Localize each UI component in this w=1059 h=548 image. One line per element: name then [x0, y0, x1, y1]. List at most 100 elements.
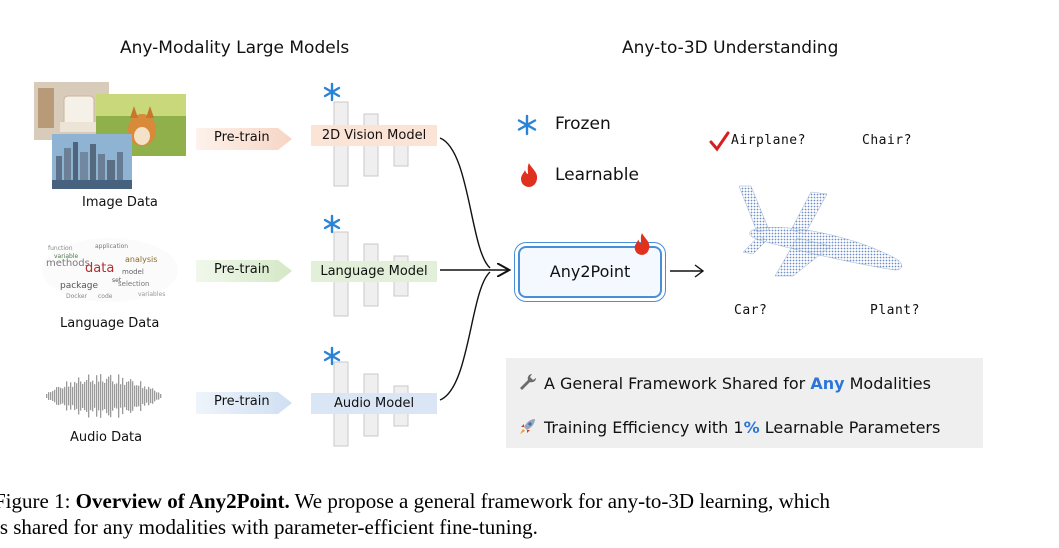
wave-bar — [118, 374, 120, 418]
word-cloud-word: application — [95, 243, 128, 250]
wave-bar — [140, 381, 142, 411]
wave-bar — [78, 377, 80, 415]
wave-bar — [142, 388, 144, 404]
word-cloud-word: set — [112, 277, 122, 284]
wave-bar — [70, 382, 72, 410]
pretrain-arrow-3: Pre-train — [196, 388, 296, 422]
feature-2-emphasis: % — [743, 418, 760, 437]
wave-bar — [106, 378, 108, 414]
word-cloud-word: variables — [138, 291, 165, 298]
prediction-chair: Chair? — [862, 133, 912, 148]
features-box: A General Framework Shared for Any Modal… — [506, 358, 983, 448]
model-label-vision: 2D Vision Model — [311, 125, 437, 146]
figure-caption-line-2: is shared for any modalities with parame… — [0, 515, 538, 539]
wave-bar — [66, 381, 68, 411]
wave-bar — [132, 381, 134, 411]
feature-1-emphasis: Any — [810, 374, 845, 393]
wave-bar — [110, 374, 112, 418]
wave-bar — [88, 374, 90, 418]
wave-bar — [102, 381, 104, 411]
wave-bar — [130, 379, 132, 413]
wave-bar — [134, 385, 136, 407]
wave-bar — [126, 381, 128, 411]
wave-bar — [48, 392, 50, 400]
wave-bar — [148, 386, 150, 406]
wave-bar — [86, 380, 88, 412]
wave-bar — [104, 382, 106, 410]
feature-1-text: A General Framework Shared for — [544, 374, 811, 393]
wave-bar — [92, 380, 94, 412]
wave-bar — [116, 383, 118, 409]
word-cloud-word: model — [122, 268, 144, 276]
word-cloud-word: analysis — [125, 255, 157, 264]
wave-bar — [152, 388, 154, 404]
word-cloud-word: Docker — [66, 293, 88, 300]
wave-bar — [94, 384, 96, 408]
wave-bar — [124, 384, 126, 408]
audio-data-label: Audio Data — [70, 430, 143, 445]
wave-bar — [82, 383, 84, 408]
model-label-audio: Audio Model — [311, 393, 437, 414]
image-thumbnails-svg — [34, 82, 186, 189]
snowflake-icon — [322, 346, 342, 370]
wave-bar — [54, 389, 56, 403]
wave-bar — [80, 381, 82, 411]
wave-bar — [108, 376, 110, 416]
word-cloud-word: package — [60, 281, 98, 291]
feature-2-text: Training Efficiency with 1 — [544, 418, 744, 437]
feature-1-text-end: Modalities — [844, 374, 931, 393]
sound-wave-svg — [46, 374, 162, 418]
flame-icon — [518, 162, 540, 192]
wave-bar — [128, 381, 130, 411]
wave-bar — [90, 381, 92, 411]
wave-bar — [136, 385, 138, 407]
wave-bar — [50, 392, 52, 400]
any2point-box: Any2Point — [518, 246, 662, 298]
legend-learnable-label: Learnable — [555, 165, 639, 185]
flame-icon — [632, 232, 652, 260]
word-cloud-word: methods — [46, 258, 90, 269]
feature-2-text-end: Learnable Parameters — [759, 418, 941, 437]
image-data-thumbnails — [34, 82, 189, 190]
wave-bar — [62, 388, 64, 404]
word-cloud-word: function — [48, 245, 73, 252]
wave-bar — [84, 381, 86, 411]
pretrain-arrow-svg — [196, 128, 292, 150]
snowflake-icon — [516, 114, 538, 140]
word-cloud-word: code — [98, 293, 113, 300]
sound-wave-icon — [44, 370, 164, 422]
wave-bar — [72, 386, 74, 406]
wave-bar — [98, 381, 100, 411]
wave-bar — [68, 386, 70, 406]
snowflake-icon — [322, 82, 342, 106]
wave-bar — [60, 387, 62, 405]
rocket-icon — [518, 416, 538, 440]
wave-bar — [74, 382, 76, 410]
caption-title: Overview of Any2Point. — [75, 489, 290, 513]
wave-bar — [158, 392, 160, 400]
figure-caption-line-1: Figure 1: Overview of Any2Point. We prop… — [0, 488, 830, 514]
caption-text: We propose a general framework for any-t… — [289, 489, 830, 513]
pretrain-arrow-svg — [196, 260, 292, 282]
wave-bar — [114, 384, 116, 408]
pretrain-label-2: Pre-train — [214, 262, 270, 277]
wave-bar — [138, 385, 140, 407]
output-arrow-svg — [670, 264, 705, 278]
pretrain-arrow-2: Pre-train — [196, 256, 296, 290]
wave-bar — [58, 386, 60, 406]
point-cloud-airplane — [738, 185, 902, 277]
image-data-label: Image Data — [82, 195, 158, 210]
right-heading: Any-to-3D Understanding — [622, 38, 839, 58]
feature-line-1: A General Framework Shared for Any Modal… — [544, 374, 931, 393]
word-cloud-word: variable — [54, 253, 79, 260]
wave-bar — [100, 374, 102, 418]
wave-bar — [122, 377, 124, 415]
language-data-label: Language Data — [60, 316, 160, 331]
word-cloud-svg: function application methods data packag… — [42, 238, 178, 302]
word-cloud-word: selection — [118, 280, 149, 288]
pretrain-arrow-1: Pre-train — [196, 124, 296, 158]
wave-bar — [52, 391, 54, 401]
pretrain-label-3: Pre-train — [214, 394, 270, 409]
feature-line-2: Training Efficiency with 1% Learnable Pa… — [544, 418, 940, 437]
wave-bar — [146, 389, 148, 403]
